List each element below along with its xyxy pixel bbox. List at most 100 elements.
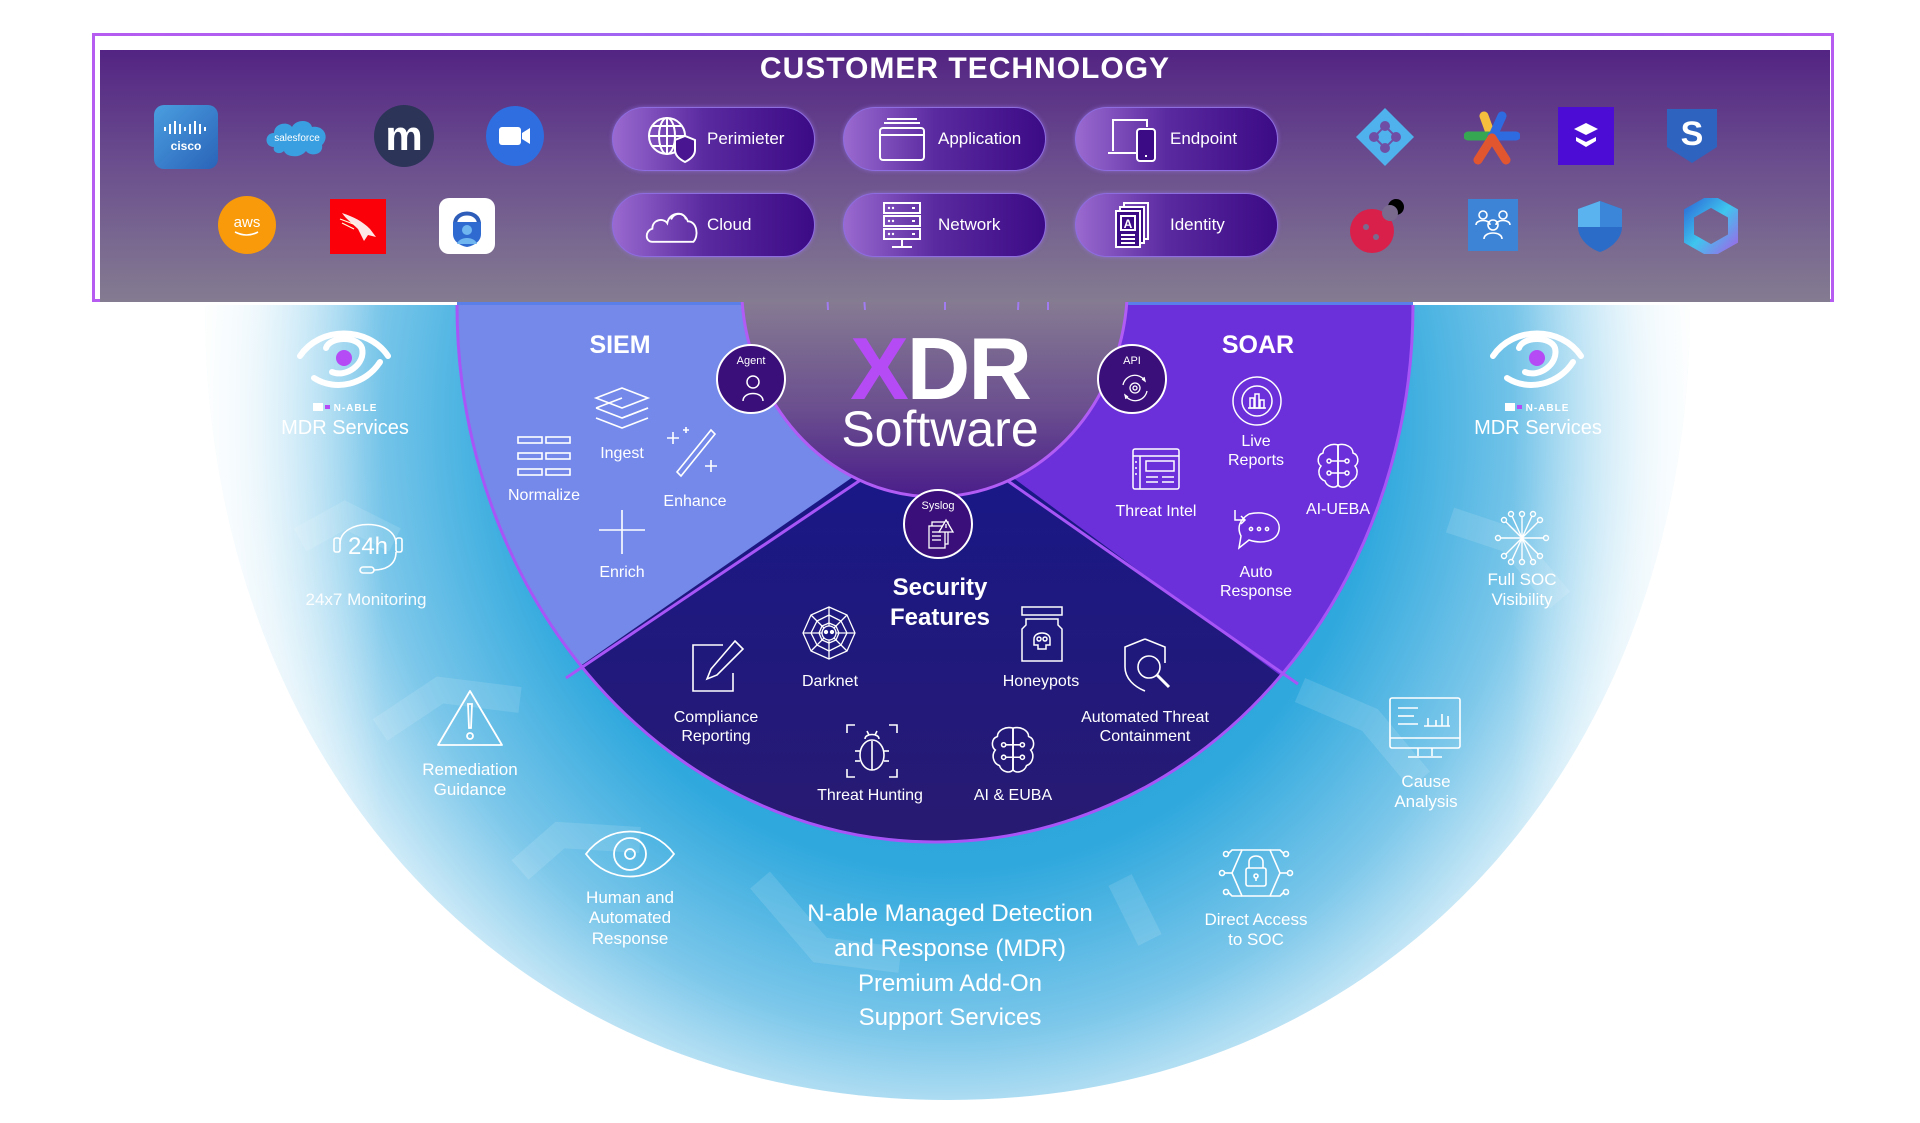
xdr-title-x: X bbox=[850, 319, 909, 418]
microsoft-authenticator-logo bbox=[439, 198, 495, 254]
person-icon bbox=[742, 375, 764, 402]
m-logo-text: m bbox=[385, 112, 423, 159]
syslog-hub[interactable]: Syslog bbox=[903, 489, 973, 559]
warning-triangle-icon bbox=[436, 688, 504, 748]
mdr-services-label-left: MDR Services bbox=[281, 417, 409, 439]
mdr-service-label: Human and Automated Response bbox=[586, 888, 674, 948]
svg-text:24h: 24h bbox=[348, 533, 388, 560]
pill-label: Network bbox=[938, 215, 1001, 234]
m-logo: m bbox=[374, 105, 434, 167]
cloud-icon bbox=[643, 200, 699, 250]
nable-brand-left: N-ABLE bbox=[290, 403, 400, 415]
siem-item-label: Ingest bbox=[600, 445, 644, 462]
microsoft-defender-logo bbox=[1576, 199, 1624, 253]
security-item-label: Darknet bbox=[801, 673, 859, 690]
network-burst-icon bbox=[1494, 510, 1550, 566]
mdr-services-label-right: MDR Services bbox=[1474, 417, 1602, 439]
pill-label: Perimieter bbox=[707, 129, 785, 148]
siem-title: SIEM bbox=[589, 331, 651, 359]
microsoft-teams-groups-logo bbox=[1468, 199, 1518, 251]
pill-label: Endpoint bbox=[1170, 129, 1238, 148]
id-card-icon: A bbox=[1106, 200, 1162, 250]
agent-hub[interactable]: Agent bbox=[716, 344, 786, 414]
server-rack-icon bbox=[874, 200, 930, 250]
hub-label: API bbox=[1123, 355, 1141, 367]
mdr-service-label: Remediation Guidance bbox=[422, 760, 518, 800]
app-window-icon bbox=[874, 114, 930, 164]
tech-pill-endpoint[interactable]: Endpoint bbox=[1075, 107, 1278, 171]
zoom-video-logo bbox=[486, 106, 544, 166]
stackone-logo bbox=[1558, 107, 1614, 165]
headset-24h-icon: 24h bbox=[330, 508, 406, 580]
plus-icon bbox=[596, 507, 648, 557]
mdr-eye-logo-right bbox=[1489, 318, 1585, 394]
magic-wand-icon bbox=[664, 426, 728, 488]
grid-rows-icon bbox=[514, 434, 574, 478]
pill-label: Identity bbox=[1170, 215, 1225, 234]
aws-logo-text: aws bbox=[233, 213, 261, 231]
soar-item-label: Threat Intel bbox=[1115, 503, 1197, 520]
tech-pill-cloud[interactable]: Cloud bbox=[612, 193, 815, 257]
security-item-label: Automated Threat Containment bbox=[1081, 709, 1209, 746]
red-app-logo bbox=[1348, 197, 1410, 255]
lock-circuit-icon bbox=[1218, 846, 1294, 900]
xdr-title: XDR bbox=[830, 325, 1050, 413]
brain-circuit-icon bbox=[1312, 440, 1364, 492]
siem-item-label: Enrich bbox=[599, 564, 645, 581]
chat-response-icon bbox=[1230, 507, 1284, 557]
soar-title: SOAR bbox=[1221, 331, 1295, 359]
cisco-logo-text: cisco bbox=[171, 139, 202, 153]
gear-sync-icon bbox=[1122, 374, 1148, 402]
google-workspace-admin-logo bbox=[1464, 110, 1520, 166]
soar-item-label: Live Reports bbox=[1227, 433, 1285, 470]
monitor-chart-icon bbox=[1388, 696, 1462, 762]
mdr-eye-logo-left bbox=[296, 318, 392, 394]
crowdstrike-logo bbox=[330, 199, 386, 254]
customer-technology-panel bbox=[100, 50, 1830, 302]
mdr-service-label: 24x7 Monitoring bbox=[305, 590, 427, 609]
security-item-label: AI & EUBA bbox=[973, 787, 1053, 804]
salesforce-logo-text: salesforce bbox=[274, 133, 320, 144]
hub-label: Agent bbox=[736, 355, 766, 367]
laptop-phone-icon bbox=[1106, 114, 1162, 164]
log-document-icon bbox=[928, 518, 955, 549]
tech-pill-network[interactable]: Network bbox=[843, 193, 1046, 257]
pill-label: Cloud bbox=[707, 215, 752, 234]
siem-item-label: Enhance bbox=[663, 493, 727, 510]
soar-item-label: Auto Response bbox=[1219, 564, 1293, 601]
tech-pill-perimeter[interactable]: Perimieter bbox=[612, 107, 815, 171]
api-hub[interactable]: API bbox=[1097, 344, 1167, 414]
tech-pill-identity[interactable]: A Identity bbox=[1075, 193, 1278, 257]
aws-logo: aws bbox=[218, 196, 276, 254]
siem-item-label: Normalize bbox=[507, 487, 580, 504]
azure-ad-logo bbox=[1354, 106, 1416, 168]
xdr-title-dr: DR bbox=[906, 319, 1032, 418]
security-item-label: Threat Hunting bbox=[817, 787, 923, 804]
sophos-logo: S bbox=[1665, 107, 1719, 165]
xdr-subtitle: Software bbox=[841, 401, 1039, 457]
hub-label: Syslog bbox=[921, 500, 955, 512]
sophos-logo-text: S bbox=[1681, 115, 1704, 153]
mdr-service-label: Cause Analysis bbox=[1394, 772, 1458, 812]
poison-jar-icon bbox=[1018, 604, 1066, 664]
soar-item-label: AI-UEBA bbox=[1305, 501, 1370, 518]
eye-icon bbox=[584, 826, 676, 882]
svg-text:A: A bbox=[1124, 217, 1133, 231]
microsoft-365-logo bbox=[1684, 198, 1738, 254]
pill-label: Application bbox=[938, 129, 1022, 148]
globe-shield-icon bbox=[643, 114, 699, 164]
shield-search-icon bbox=[1120, 636, 1176, 694]
live-report-icon bbox=[1229, 373, 1285, 429]
mdr-service-label: Direct Access to SOC bbox=[1204, 910, 1308, 950]
hexagon-decoration bbox=[293, 500, 1570, 973]
tech-pill-application[interactable]: Application bbox=[843, 107, 1046, 171]
bug-scan-icon bbox=[844, 722, 900, 780]
threat-intel-icon bbox=[1130, 446, 1182, 492]
mdr-premium-addon-text: N-able Managed Detection and Response (M… bbox=[807, 900, 1093, 1032]
security-item-label: Compliance Reporting bbox=[673, 709, 759, 746]
security-features-title: Security Features bbox=[889, 574, 991, 631]
edit-document-icon bbox=[688, 638, 746, 696]
nable-brand-right: N-ABLE bbox=[1482, 403, 1592, 415]
